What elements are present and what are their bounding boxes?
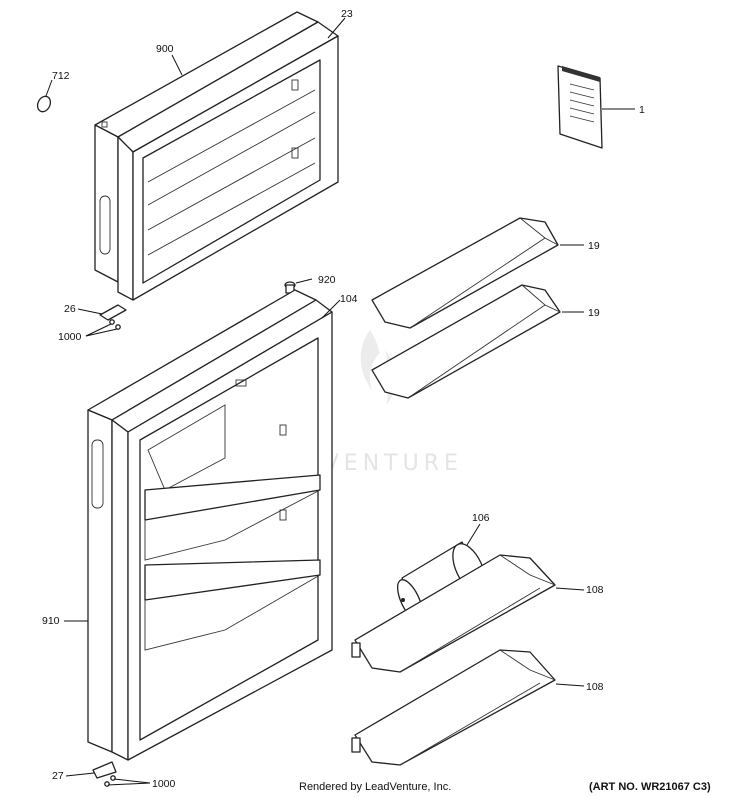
callout-712: 712 — [52, 70, 70, 82]
callout-26: 26 — [64, 303, 76, 315]
door-shelf-part-19-upper — [371, 217, 559, 329]
callout-104: 104 — [340, 293, 358, 305]
callout-108-lower: 108 — [586, 681, 604, 693]
callout-1000-upper: 1000 — [58, 331, 82, 343]
callout-19-upper: 19 — [588, 240, 600, 252]
callout-1: 1 — [639, 104, 645, 116]
callout-900: 900 — [156, 43, 174, 55]
callout-920: 920 — [318, 274, 336, 286]
callout-1000-lower: 1000 — [152, 778, 176, 790]
fresh-food-door-910 — [87, 289, 333, 761]
callout-108-upper: 108 — [586, 584, 604, 596]
callout-23: 23 — [341, 8, 353, 20]
hinge-part-26 — [99, 304, 127, 330]
rendered-by-credit: Rendered by LeadVenture, Inc. — [299, 781, 452, 793]
hinge-part-27 — [92, 761, 117, 787]
callout-19-lower: 19 — [588, 307, 600, 319]
door-shelf-part-19-lower — [371, 284, 561, 399]
callout-910: 910 — [42, 615, 60, 627]
art-number: (ART NO. WR21067 C3) — [589, 781, 711, 793]
door-bin-part-108-upper — [351, 554, 556, 673]
owners-manual-part-1 — [557, 65, 603, 149]
leader-lines — [45, 17, 635, 786]
ring-part-712 — [36, 95, 52, 113]
freezer-door-900 — [94, 11, 339, 301]
callout-106: 106 — [472, 512, 490, 524]
callout-27: 27 — [52, 770, 64, 782]
door-bin-part-108-lower — [351, 649, 556, 766]
